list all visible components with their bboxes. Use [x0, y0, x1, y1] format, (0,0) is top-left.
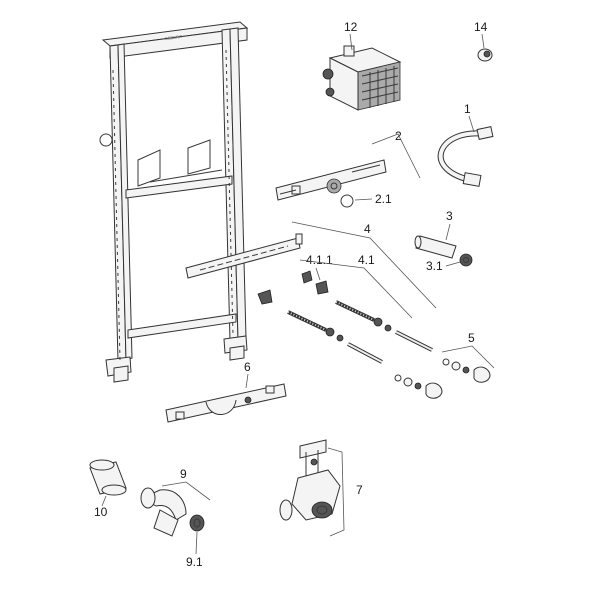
- callout-14: 14: [474, 20, 488, 34]
- part-2-1-ring: [340, 194, 354, 208]
- callout-1: 1: [464, 102, 471, 116]
- callout-3-1: 3.1: [426, 259, 443, 273]
- callout-4-1: 4.1: [358, 253, 375, 267]
- part-7-valve-assembly: [279, 439, 341, 521]
- part-9-1-adapter: [189, 514, 205, 532]
- callout-7: 7: [356, 483, 363, 497]
- callout-5: 5: [468, 331, 475, 345]
- installation-frame: GEBERIT: [99, 21, 249, 383]
- callout-2-1: 2.1: [375, 192, 392, 206]
- part-12-junction-box: [322, 45, 402, 111]
- callout-4: 4: [364, 222, 371, 236]
- part-3-pipe: [414, 235, 473, 267]
- callout-6: 6: [244, 360, 251, 374]
- part-14-fitting: [477, 48, 493, 62]
- part-6-support-bracket: [165, 383, 287, 423]
- part-4-1-threaded-rods: [287, 300, 433, 364]
- callout-4-1-1: 4.1.1: [306, 253, 333, 267]
- callout-2: 2: [395, 129, 402, 143]
- callout-9: 9: [180, 467, 187, 481]
- frame-brand-text: GEBERIT: [165, 34, 184, 41]
- part-2-mounting-bar: [275, 159, 387, 201]
- callout-3: 3: [446, 209, 453, 223]
- callout-9-1: 9.1: [186, 555, 203, 569]
- part-4-long-rail: [185, 233, 303, 279]
- part-1-flex-hose: [437, 126, 494, 187]
- callout-12: 12: [344, 20, 358, 34]
- part-5-cap-set: [394, 358, 491, 399]
- part-4-1-1-clamp: [257, 270, 329, 305]
- part-9-elbow: [140, 487, 187, 537]
- part-10-connector-sleeve: [89, 459, 127, 496]
- callout-10: 10: [94, 505, 108, 519]
